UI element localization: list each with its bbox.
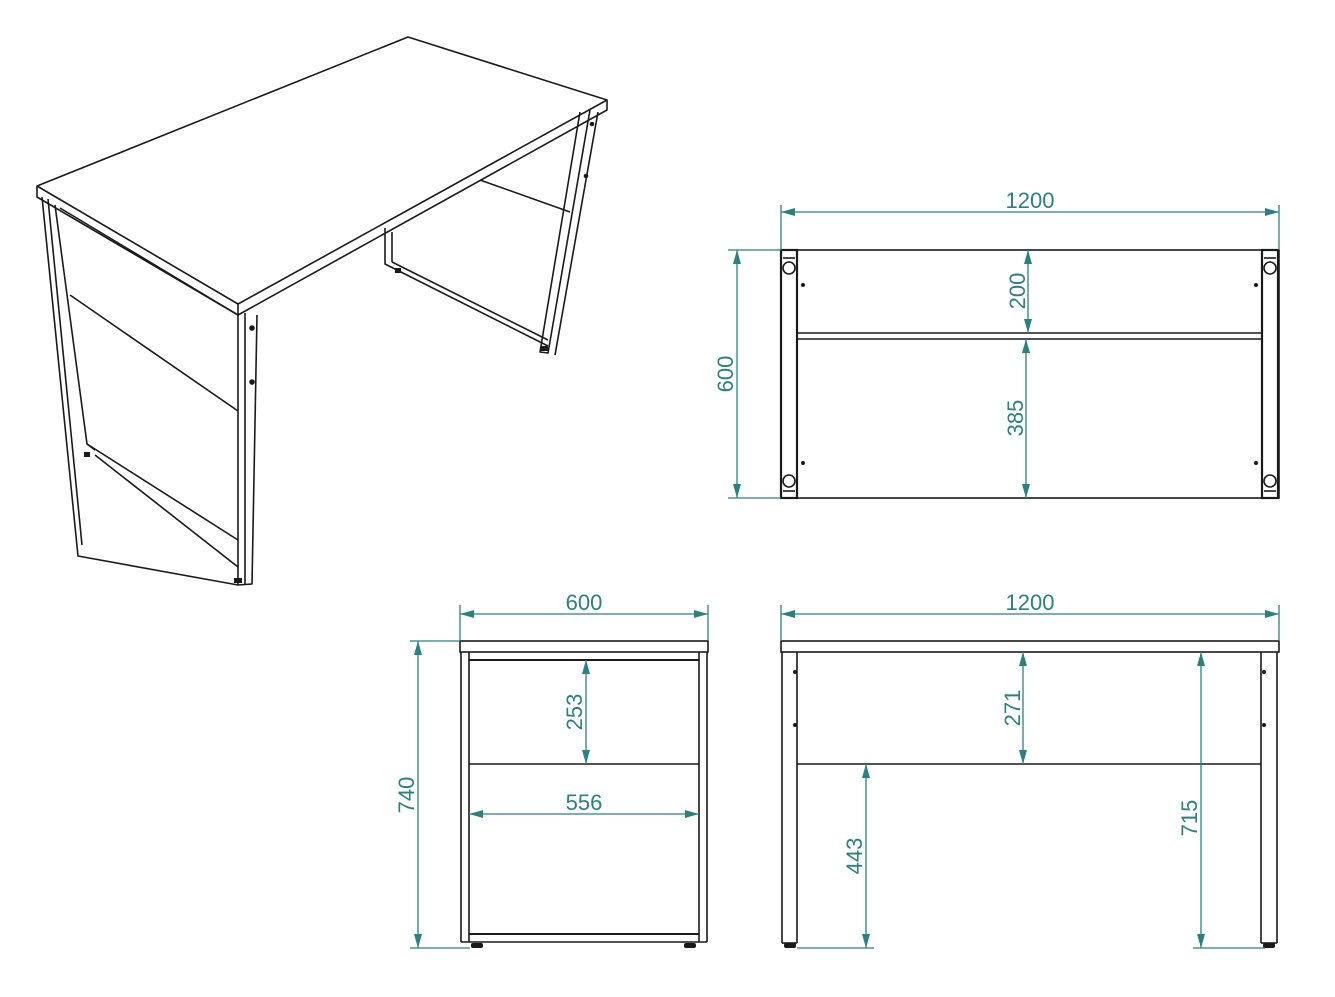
top-width-label: 1200 — [1006, 188, 1055, 213]
side-inner-width-label: 556 — [566, 790, 603, 815]
floor-to-panel-label: 443 — [842, 838, 867, 875]
side-height-label: 740 — [394, 777, 419, 814]
top-depth-label: 600 — [713, 356, 738, 393]
front-view: 1200 271 443 715 — [780, 590, 1280, 949]
top-view: 1200 600 200 385 — [713, 188, 1280, 500]
front-width-label: 1200 — [1006, 590, 1055, 615]
side-panel-height-label: 253 — [562, 694, 587, 731]
front-to-rail-label: 200 — [1005, 273, 1030, 310]
perspective-view — [36, 36, 608, 586]
front-panel-height-label: 271 — [1000, 690, 1025, 727]
rail-to-back-label: 385 — [1003, 400, 1028, 437]
floor-to-top-label: 715 — [1177, 800, 1202, 837]
side-view: 600 740 253 556 — [394, 590, 709, 949]
side-depth-label: 600 — [566, 590, 603, 615]
